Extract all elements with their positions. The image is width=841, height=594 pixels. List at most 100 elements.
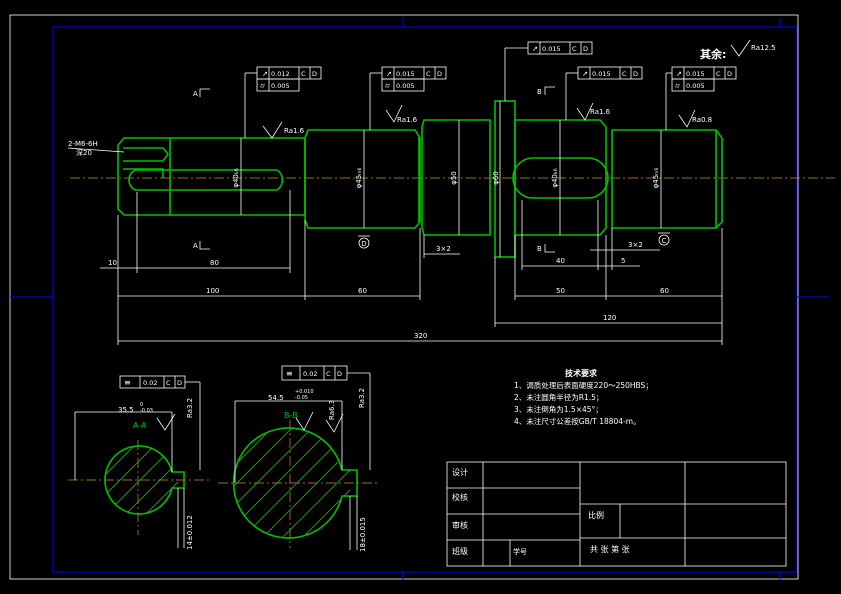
svg-text:C: C — [301, 70, 306, 78]
dim-10: 10 — [108, 259, 117, 267]
section-a-depth: 35.5 — [118, 406, 134, 414]
note-1: 1、调质处理后表面硬度220～250HBS； — [514, 380, 653, 390]
keyway-leader — [67, 147, 125, 153]
sheet-inner-border — [52, 26, 798, 573]
note-4: 4、未注尺寸公差按GB/T 18804-m。 — [514, 416, 641, 426]
tolerance-frame-4: ↗ 0.015 C D — [565, 66, 643, 120]
section-a-roughness: Ra3.2 — [186, 398, 194, 418]
roughness-1: Ra1.6 — [284, 127, 305, 135]
tolerance-frame-2: ↗ 0.015 C D ⌭ 0.005 — [369, 66, 447, 130]
svg-text:↗: ↗ — [532, 45, 538, 53]
svg-text:C: C — [716, 70, 721, 78]
section-a-title: A-A — [133, 421, 147, 430]
section-a-width: 14±0.012 — [186, 515, 194, 550]
keyway-callout-1: 2-M6-6H — [68, 140, 98, 148]
centering-marks — [10, 17, 830, 580]
section-mark-b-bottom: B — [537, 245, 542, 253]
title-scale: 比例 — [588, 510, 604, 520]
svg-text:D: D — [437, 70, 442, 78]
title-class: 班级 — [452, 546, 468, 556]
section-b-title: B-B — [284, 411, 298, 420]
section-mark-b-top: B — [537, 88, 542, 96]
section-a-depth-lower: -0.03 — [140, 408, 153, 414]
svg-text:⌭: ⌭ — [385, 82, 390, 90]
sheet-outer-border — [9, 14, 799, 580]
roughness-2: Ra1.6 — [397, 116, 418, 124]
roughness-symbols-main — [262, 102, 696, 139]
svg-text:↗: ↗ — [386, 70, 392, 78]
svg-text:0.015: 0.015 — [542, 45, 561, 53]
svg-text:0.005: 0.005 — [271, 82, 290, 90]
dim-50: 50 — [556, 287, 565, 295]
svg-text:0.015: 0.015 — [396, 70, 415, 78]
svg-text:0.005: 0.005 — [396, 82, 415, 90]
svg-text:C: C — [426, 70, 431, 78]
svg-text:C: C — [166, 379, 171, 387]
dim-100: 100 — [206, 287, 219, 295]
dim-3x2-right: 3×2 — [628, 241, 643, 249]
section-mark-a-top: A — [193, 90, 198, 98]
title-review: 审核 — [452, 520, 468, 530]
svg-text:0.015: 0.015 — [686, 70, 705, 78]
title-sheets: 共 张 第 张 — [590, 544, 630, 554]
diameter-6: φ45ₘ₆ — [652, 167, 660, 188]
diameter-4: φ60 — [492, 171, 500, 185]
section-a-depth-upper: 0 — [140, 402, 143, 408]
remaining-roughness-label: 其余: — [700, 47, 726, 61]
roughness-4: Ra0.8 — [692, 116, 712, 124]
section-b-depth-lower: -0.05 — [295, 395, 308, 401]
note-2: 2、未注圆角半径为R1.5； — [514, 392, 603, 402]
svg-text:D: D — [312, 70, 317, 78]
remaining-roughness-icon — [730, 39, 751, 57]
svg-text:↗: ↗ — [582, 70, 588, 78]
remaining-roughness-value: Ra12.5 — [751, 44, 776, 52]
section-b-width: 18±0.015 — [359, 517, 367, 552]
dim-5: 5 — [621, 257, 625, 265]
svg-text:0.02: 0.02 — [303, 370, 317, 378]
svg-text:C: C — [326, 370, 331, 378]
diameter-2: φ45ₘ₆ — [355, 167, 363, 188]
svg-text:D: D — [583, 45, 588, 53]
tolerance-frame-1: ↗ 0.012 C D ⌭ 0.005 — [244, 66, 322, 138]
datum-markers — [358, 232, 670, 249]
tolerance-frame-3: ↗ 0.015 C D — [504, 41, 593, 101]
svg-text:D: D — [633, 70, 638, 78]
technical-notes: 技术要求 1、调质处理后表面硬度220～250HBS； 2、未注圆角半径为R1.… — [514, 368, 653, 426]
notes-title: 技术要求 — [565, 368, 598, 378]
dim-80: 80 — [210, 259, 219, 267]
section-b-depth-upper: +0.010 — [295, 389, 314, 395]
svg-text:0.012: 0.012 — [271, 70, 290, 78]
datum-d: D — [361, 240, 366, 248]
dim-120: 120 — [603, 314, 616, 322]
svg-text:↗: ↗ — [676, 70, 682, 78]
svg-text:D: D — [727, 70, 732, 78]
section-b-roughness-1: Ra6.3 — [328, 400, 336, 420]
svg-text:C: C — [622, 70, 627, 78]
section-b-roughness-2: Ra3.2 — [358, 388, 366, 408]
diameter-dimensions — [240, 101, 662, 257]
section-mark-a-bottom: A — [193, 242, 198, 250]
svg-text:0.02: 0.02 — [143, 379, 157, 387]
dim-3x2-left: 3×2 — [436, 245, 451, 253]
note-3: 3、未注倒角为1.5×45°； — [514, 404, 603, 414]
roughness-3: Ra1.6 — [590, 108, 611, 116]
dim-320: 320 — [414, 332, 427, 340]
dim-40: 40 — [556, 257, 565, 265]
title-student-no: 学号 — [513, 547, 527, 556]
svg-text:≡: ≡ — [286, 369, 293, 378]
svg-text:⌭: ⌭ — [675, 82, 680, 90]
dim-60-right: 60 — [660, 287, 669, 295]
svg-text:0.015: 0.015 — [592, 70, 611, 78]
section-b-view: ≡ 0.02 C D B-B 54.5 +0.010 -0.05 Ra6.3 R… — [218, 365, 380, 552]
svg-text:≡: ≡ — [124, 378, 131, 387]
section-b-depth: 54.5 — [268, 394, 284, 402]
length-dimension-lines — [100, 190, 723, 345]
title-design: 设计 — [452, 467, 468, 477]
title-check: 校核 — [452, 492, 468, 502]
tolerance-frame-5: ↗ 0.015 C D ⌭ 0.005 — [665, 66, 737, 130]
datum-c: C — [662, 237, 667, 245]
title-block — [446, 461, 787, 567]
dim-60-left: 60 — [358, 287, 367, 295]
svg-text:D: D — [337, 370, 342, 378]
